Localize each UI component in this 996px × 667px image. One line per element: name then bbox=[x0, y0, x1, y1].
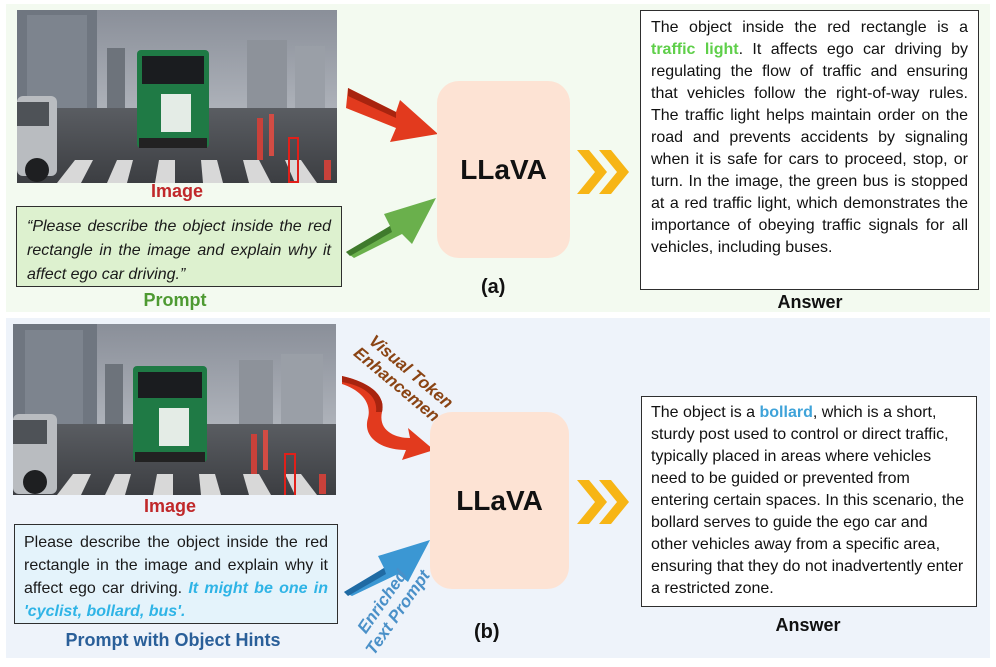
answer-caption-b: Answer bbox=[775, 615, 841, 635]
answer-text-b-end: , which is a short, sturdy post used to … bbox=[651, 404, 965, 597]
blue-arrow-b bbox=[344, 540, 430, 596]
green-arrow-a bbox=[346, 198, 436, 258]
prompt-object-hint: It might be one in 'cyclist, bollard, bu… bbox=[24, 580, 328, 620]
llava-label-a: LLaVA bbox=[460, 153, 547, 185]
prompt-caption-b: Prompt with Object Hints bbox=[65, 630, 281, 650]
llava-model-box-a: LLaVA bbox=[437, 81, 570, 258]
answer-text-b-start: The object is a bbox=[651, 404, 760, 421]
driving-scene-image-b bbox=[13, 324, 336, 495]
driving-scene-image-a bbox=[17, 10, 337, 183]
prompt-text-a: “Please describe the object inside the r… bbox=[27, 218, 331, 283]
prompt-box-a: “Please describe the object inside the r… bbox=[16, 206, 342, 287]
answer-text-a-end: . It affects ego car driving by regulati… bbox=[651, 41, 968, 256]
red-arrow-a bbox=[346, 88, 438, 142]
answer-highlight-bollard: bollard bbox=[759, 404, 813, 421]
answer-box-a: The object inside the red rectangle is a… bbox=[640, 10, 979, 290]
prompt-text-b: Please describe the object inside the re… bbox=[24, 534, 328, 597]
chevrons-a bbox=[577, 150, 629, 194]
image-label-a: Image bbox=[150, 181, 204, 201]
image-label-b: Image bbox=[143, 496, 197, 516]
red-curved-arrow-b bbox=[342, 376, 434, 460]
llava-model-box-b: LLaVA bbox=[430, 412, 569, 589]
prompt-box-b: Please describe the object inside the re… bbox=[14, 524, 338, 624]
sub-label-a: (a) bbox=[481, 276, 506, 298]
answer-highlight-traffic-light: traffic light bbox=[651, 41, 739, 58]
chevrons-b bbox=[577, 480, 629, 524]
sub-label-b: (b) bbox=[474, 621, 500, 643]
answer-caption-a: Answer bbox=[777, 292, 843, 312]
prompt-caption-a: Prompt bbox=[143, 290, 207, 310]
answer-box-b: The object is a bollard, which is a shor… bbox=[641, 396, 977, 607]
answer-text-a-start: The object inside the red rectangle is a bbox=[651, 19, 968, 36]
llava-label-b: LLaVA bbox=[456, 484, 543, 516]
